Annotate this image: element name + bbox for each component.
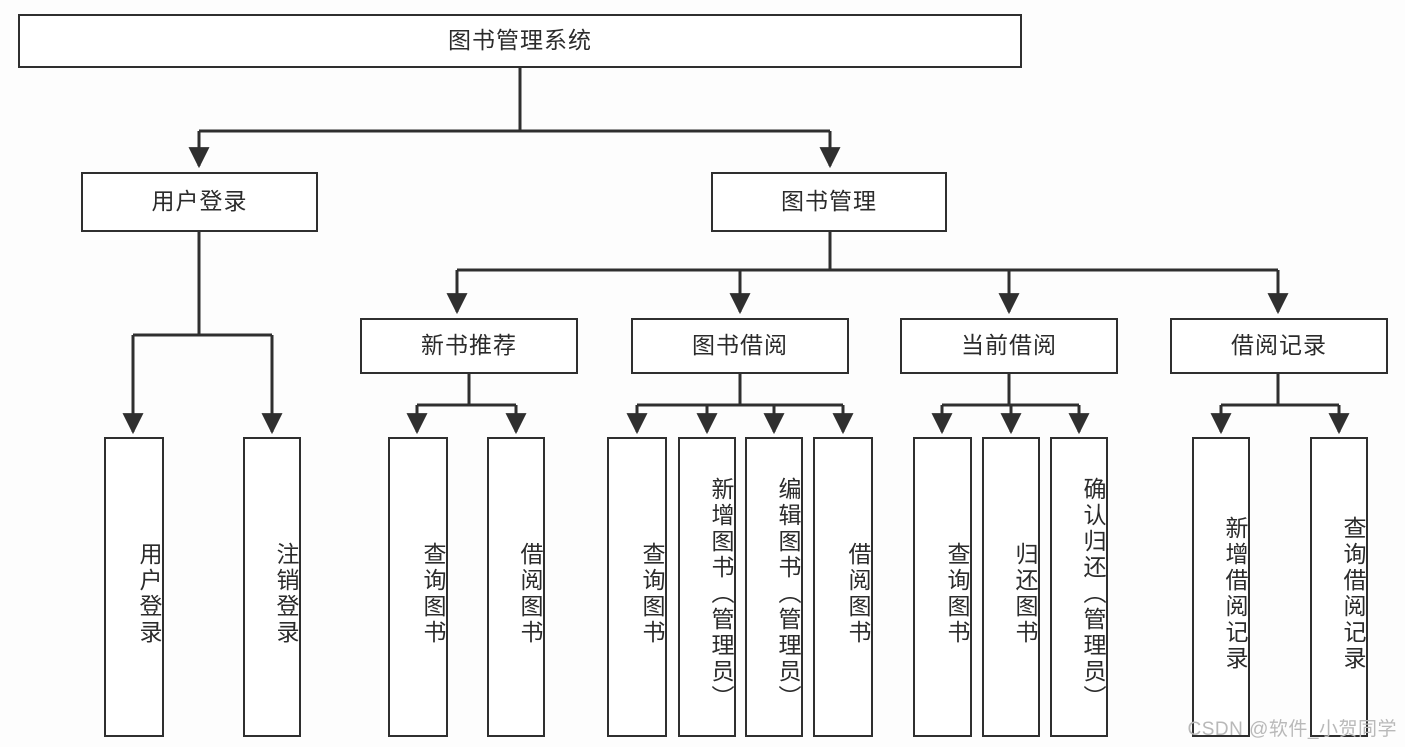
- node-leaf-edit-book-label: 编辑图书（管理员）: [775, 477, 801, 711]
- node-leaf-add-book[interactable]: 新增图书（管理员）: [678, 437, 736, 737]
- node-book-borrow[interactable]: 图书借阅: [631, 318, 849, 374]
- node-leaf-confirm-return-label: 确认归还（管理员）: [1080, 477, 1106, 711]
- node-book-management[interactable]: 图书管理: [711, 172, 947, 232]
- node-book-management-label: 图书管理: [781, 188, 877, 215]
- csdn-watermark: CSDN @软件_小贺同学: [1187, 719, 1397, 740]
- node-leaf-user-login-label: 用户登录: [136, 542, 162, 646]
- node-leaf-borrow-book-2[interactable]: 借阅图书: [813, 437, 873, 737]
- node-current-borrow-label: 当前借阅: [961, 332, 1057, 359]
- node-leaf-query-book-1-label: 查询图书: [420, 542, 446, 646]
- node-user-login-label: 用户登录: [151, 188, 248, 215]
- node-leaf-query-record-label: 查询借阅记录: [1340, 516, 1366, 672]
- node-borrow-records-label: 借阅记录: [1231, 332, 1327, 359]
- node-leaf-add-record-label: 新增借阅记录: [1222, 516, 1248, 672]
- node-leaf-user-logout[interactable]: 注销登录: [243, 437, 301, 737]
- node-leaf-confirm-return[interactable]: 确认归还（管理员）: [1050, 437, 1108, 737]
- node-leaf-user-login[interactable]: 用户登录: [104, 437, 164, 737]
- node-leaf-query-record[interactable]: 查询借阅记录: [1310, 437, 1368, 737]
- node-leaf-add-record[interactable]: 新增借阅记录: [1192, 437, 1250, 737]
- node-leaf-return-book-label: 归还图书: [1012, 542, 1038, 646]
- node-leaf-query-book-3-label: 查询图书: [944, 542, 970, 646]
- node-leaf-user-logout-label: 注销登录: [273, 542, 299, 646]
- node-leaf-edit-book[interactable]: 编辑图书（管理员）: [745, 437, 803, 737]
- node-root-label: 图书管理系统: [448, 27, 592, 54]
- node-borrow-records[interactable]: 借阅记录: [1170, 318, 1388, 374]
- node-new-book-recommend-label: 新书推荐: [421, 332, 517, 359]
- node-root[interactable]: 图书管理系统: [18, 14, 1022, 68]
- node-leaf-borrow-book-2-label: 借阅图书: [845, 542, 871, 646]
- node-leaf-query-book-2[interactable]: 查询图书: [607, 437, 667, 737]
- node-new-book-recommend[interactable]: 新书推荐: [360, 318, 578, 374]
- node-leaf-query-book-1[interactable]: 查询图书: [388, 437, 448, 737]
- node-user-login[interactable]: 用户登录: [81, 172, 318, 232]
- node-leaf-query-book-2-label: 查询图书: [639, 542, 665, 646]
- node-leaf-return-book[interactable]: 归还图书: [982, 437, 1040, 737]
- node-leaf-borrow-book-1[interactable]: 借阅图书: [487, 437, 545, 737]
- node-leaf-borrow-book-1-label: 借阅图书: [517, 542, 543, 646]
- node-leaf-add-book-label: 新增图书（管理员）: [708, 477, 734, 711]
- node-book-borrow-label: 图书借阅: [692, 332, 788, 359]
- node-leaf-query-book-3[interactable]: 查询图书: [913, 437, 972, 737]
- node-current-borrow[interactable]: 当前借阅: [900, 318, 1118, 374]
